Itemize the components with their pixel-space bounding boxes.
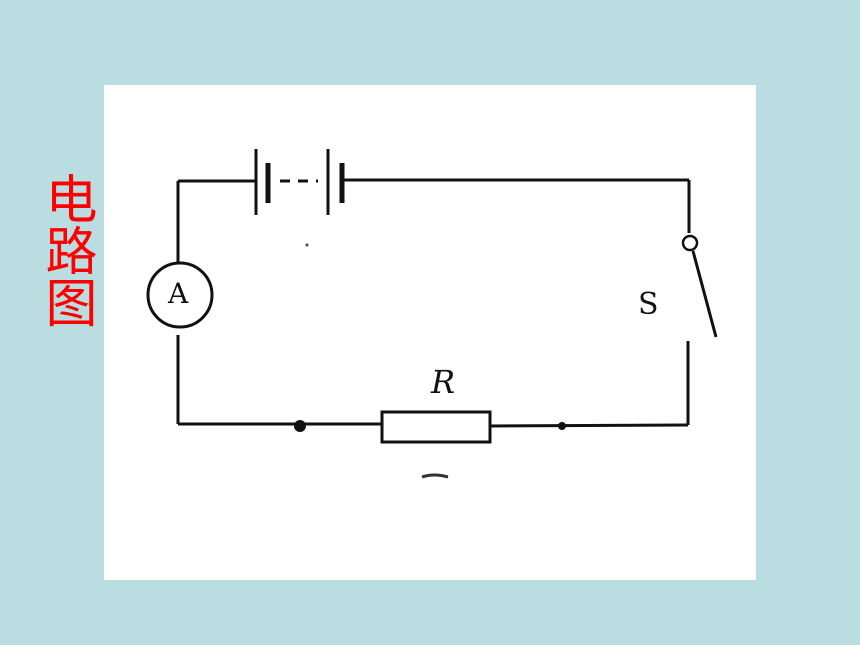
battery-symbol bbox=[254, 149, 345, 215]
junction-dot-left bbox=[294, 420, 306, 432]
circuit-diagram bbox=[146, 149, 718, 479]
resistor-symbol bbox=[380, 410, 492, 444]
switch-contact bbox=[681, 234, 699, 252]
wire-bottom-right bbox=[489, 423, 689, 428]
junction-dot-right bbox=[558, 422, 566, 430]
switch-label: S bbox=[638, 287, 659, 322]
switch-symbol bbox=[681, 234, 718, 338]
switch-lever bbox=[691, 250, 718, 338]
ammeter-symbol bbox=[146, 261, 214, 329]
slide-title: 电路图 bbox=[36, 172, 96, 328]
ammeter-label: A bbox=[168, 277, 189, 310]
circuit-diagram-panel: A R S bbox=[104, 85, 756, 580]
resistor-label: R bbox=[431, 363, 456, 401]
scan-dot bbox=[305, 243, 309, 247]
scan-mark bbox=[421, 473, 449, 479]
